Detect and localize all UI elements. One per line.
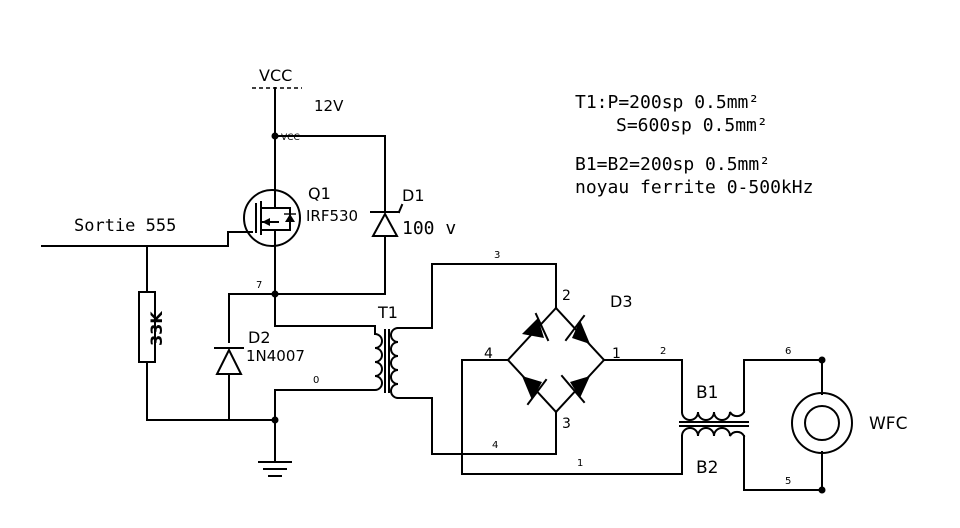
d1-value: 100 v — [402, 218, 456, 239]
d3-ref: D3 — [610, 292, 633, 311]
d2-part: 1N4007 — [246, 347, 305, 365]
wire-node7 — [228, 293, 386, 343]
junction-dot-ground — [271, 416, 279, 424]
node-1-b2-label: 1 — [577, 458, 583, 469]
wire-vcc-rail — [274, 135, 386, 295]
coil-b2-symbol — [680, 427, 746, 491]
diode-d1-symbol — [370, 203, 404, 237]
b1-ref: B1 — [696, 383, 718, 403]
vcc-label: VCC — [259, 66, 292, 85]
bridge-pin-3: 3 — [562, 416, 571, 432]
q1-ref: Q1 — [308, 184, 331, 203]
note-t1-secondary: S=600sp 0.5mm² — [616, 115, 768, 136]
junction-dot-wfc-top — [818, 356, 826, 364]
mosfet-q1-symbol — [243, 189, 301, 249]
q1-part: IRF530 — [306, 207, 358, 225]
wire-bridge-outputs — [461, 359, 683, 475]
bridge-rectifier-d3-symbol — [506, 306, 606, 414]
note-core: noyau ferrite 0-500kHz — [575, 177, 813, 198]
voltage-label: 12V — [314, 97, 344, 115]
resistor-value: 33K — [147, 311, 166, 346]
coil-b1-symbol — [680, 359, 746, 421]
diode-d2-symbol — [214, 347, 244, 421]
node-0-label: 0 — [313, 375, 319, 386]
wire-input — [41, 231, 253, 293]
coil-core-lines — [679, 421, 749, 427]
node-7-label: 7 — [256, 280, 262, 291]
wfc-label: WFC — [869, 414, 907, 434]
bridge-pin-2: 2 — [562, 288, 571, 304]
bridge-pin-4: 4 — [484, 346, 493, 362]
node-5-label: 5 — [785, 476, 791, 487]
resistor-33k-symbol — [138, 291, 156, 421]
d1-ref: D1 — [402, 186, 425, 205]
node-3-label: 3 — [494, 250, 500, 261]
junction-dot-wfc-bottom — [818, 486, 826, 494]
wire-output-wfc — [743, 359, 823, 491]
ground-symbol — [258, 461, 292, 477]
vcc-supply-symbol — [252, 87, 302, 139]
bridge-pin-1: 1 — [612, 346, 621, 362]
node-4-label: 4 — [492, 440, 498, 451]
node-6-label: 6 — [785, 346, 791, 357]
node-2-b1-label: 2 — [660, 346, 666, 357]
input-label: Sortie 555 — [74, 216, 176, 236]
transformer-t1-symbol — [373, 326, 433, 400]
note-t1-primary: T1:P=200sp 0.5mm² — [575, 92, 759, 113]
d2-ref: D2 — [248, 328, 271, 347]
note-b-coils: B1=B2=200sp 0.5mm² — [575, 154, 770, 175]
wire-ground-return — [146, 389, 374, 463]
vcc-pin-label: VCC — [281, 133, 300, 143]
t1-ref: T1 — [377, 303, 398, 322]
b2-ref: B2 — [696, 458, 718, 478]
wire-t1-secondary — [431, 263, 557, 455]
wfc-cell-symbol — [791, 392, 853, 454]
